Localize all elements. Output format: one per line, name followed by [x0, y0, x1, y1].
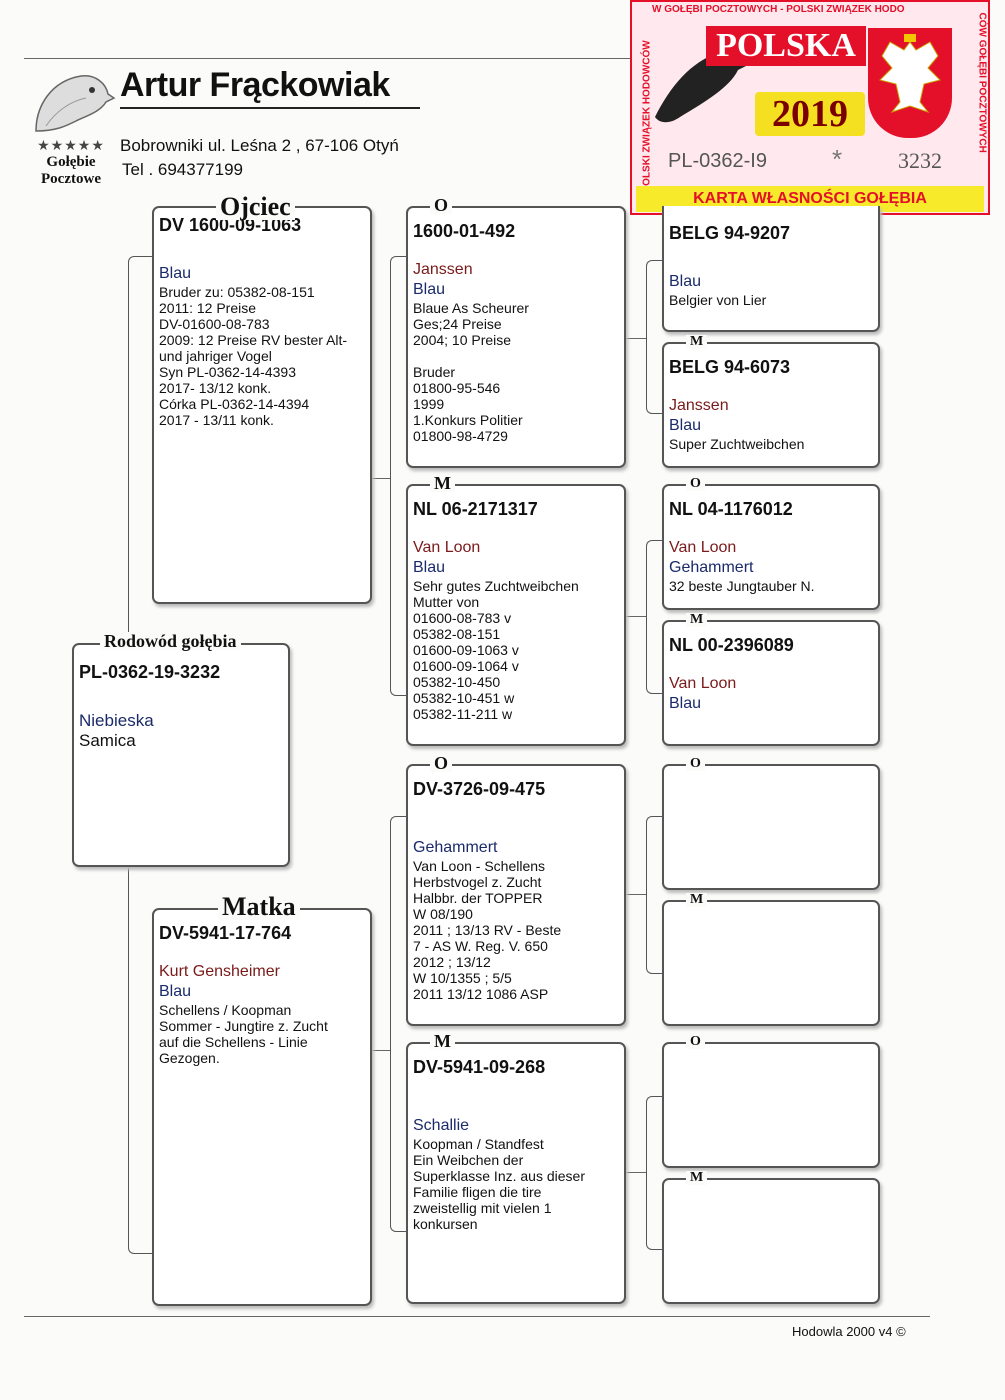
fff-color: Blau: [669, 272, 873, 292]
fff-card[interactable]: BELG 94-9207 Blau Belgier von Lier: [662, 206, 880, 332]
father-card[interactable]: DV 1600-09-1063 Blau Bruder zu: 05382-08…: [152, 206, 372, 604]
connector-ff-mid: [626, 338, 646, 339]
mmf-sire-mark: O: [686, 1035, 705, 1049]
pedigree-label: Rodowód gołębia: [100, 632, 241, 650]
subject-color: Niebieska: [79, 711, 283, 731]
connector-mf-mid: [626, 894, 646, 895]
fmf-breeder: Van Loon: [669, 538, 873, 558]
ff-breeder: Janssen: [413, 260, 619, 280]
fmm-dam-mark: M: [686, 613, 707, 627]
ff-card[interactable]: 1600-01-492 Janssen Blau Blaue As Scheur…: [406, 206, 626, 468]
fmm-card[interactable]: NL 00-2396089 Van Loon Blau: [662, 620, 880, 746]
ff-ring: 1600-01-492: [413, 220, 619, 242]
mmm-dam-mark: M: [686, 1171, 707, 1185]
connector-mm-mid: [626, 1172, 646, 1173]
fmf-card[interactable]: NL 04-1176012 Van Loon Gehammert 32 best…: [662, 484, 880, 610]
fm-color: Blau: [413, 558, 619, 578]
mfm-dam-mark: M: [686, 893, 707, 907]
logo-text-1: Gołębie: [26, 154, 116, 171]
mmm-card[interactable]: [662, 1178, 880, 1304]
breeder-address: Bobrowniki ul. Leśna 2 , 67-106 Otyń: [120, 136, 399, 156]
fmm-ring: NL 00-2396089: [669, 634, 873, 656]
mf-card[interactable]: DV-3726-09-475 Gehammert Van Loon - Sche…: [406, 764, 626, 1026]
mff-card[interactable]: [662, 764, 880, 890]
mother-label: Matka: [218, 894, 300, 920]
logo-stars: ★★★★★: [26, 137, 116, 154]
ffm-color: Blau: [669, 416, 873, 436]
pigeon-head-icon: [26, 66, 116, 136]
footer-rule: [24, 1316, 930, 1317]
breeder-name: Artur Frąckowiak: [120, 66, 390, 105]
ff-color: Blau: [413, 280, 619, 300]
fmm-color: Blau: [669, 694, 873, 714]
ffm-ring: BELG 94-6073: [669, 356, 873, 378]
fff-notes: Belgier von Lier: [669, 292, 873, 308]
logo-text-2: Pocztowe: [26, 171, 116, 188]
mff-sire-mark: O: [686, 757, 705, 771]
fmf-sire-mark: O: [686, 477, 705, 491]
connector-fm-mid: [626, 616, 646, 617]
ffm-notes: Super Zuchtweibchen: [669, 436, 873, 452]
eagle-icon: [868, 28, 952, 128]
card-asterisk: *: [832, 144, 842, 175]
subject-card[interactable]: PL-0362-19-3232 Niebieska Samica: [72, 643, 290, 867]
card-ring-number: PL-0362-I9: [668, 150, 767, 173]
mm-color: Schallie: [413, 1116, 619, 1136]
card-ring-text-top: W GOŁĘBI POCZTOWYCH - POLSKI ZWIĄZEK HOD…: [652, 4, 905, 15]
mother-color: Blau: [159, 982, 365, 1002]
ffm-dam-mark: M: [686, 335, 707, 349]
mm-card[interactable]: DV-5941-09-268 Schallie Koopman / Standf…: [406, 1042, 626, 1304]
fmm-breeder: Van Loon: [669, 674, 873, 694]
fm-card[interactable]: NL 06-2171317 Van Loon Blau Sehr gutes Z…: [406, 484, 626, 746]
mother-ring: DV-5941-17-764: [159, 922, 365, 944]
father-label: Ojciec: [216, 194, 295, 220]
mother-breeder: Kurt Gensheimer: [159, 962, 365, 982]
father-notes: Bruder zu: 05382-08-151 2011: 12 Preise …: [159, 284, 365, 428]
white-eagle-emblem: [868, 28, 952, 138]
mf-sire-mark: O: [430, 754, 452, 772]
fm-breeder: Van Loon: [413, 538, 619, 558]
pigeon-logo: ★★★★★ Gołębie Pocztowe: [26, 66, 116, 181]
subject-sex: Samica: [79, 731, 283, 751]
mm-dam-mark: M: [430, 1032, 455, 1050]
mother-notes: Schellens / Koopman Sommer - Jungtire z.…: [159, 1002, 365, 1066]
mm-notes: Koopman / Standfest Ein Weibchen der Sup…: [413, 1136, 619, 1232]
mm-ring: DV-5941-09-268: [413, 1056, 619, 1078]
mmf-card[interactable]: [662, 1042, 880, 1168]
ff-sire-mark: O: [430, 196, 452, 214]
card-year: 2019: [755, 92, 865, 136]
fm-dam-mark: M: [430, 474, 455, 492]
fm-notes: Sehr gutes Zuchtweibchen Mutter von 0160…: [413, 578, 619, 722]
subject-ring: PL-0362-19-3232: [79, 661, 283, 683]
fmf-ring: NL 04-1176012: [669, 498, 873, 520]
footer-software: Hodowla 2000 v4 ©: [792, 1324, 906, 1339]
connector-mother-mid: [372, 1050, 390, 1051]
card-ring-text-right: CÓW GOŁĘBI POCZTOWYCH: [977, 13, 988, 183]
mf-ring: DV-3726-09-475: [413, 778, 619, 800]
fff-ring: BELG 94-9207: [669, 222, 873, 244]
header-rule: [24, 58, 634, 59]
fm-ring: NL 06-2171317: [413, 498, 619, 520]
connector-father-mid: [372, 478, 390, 479]
breeder-phone: Tel . 694377199: [122, 160, 243, 180]
mf-notes: Van Loon - Schellens Herbstvogel z. Zuch…: [413, 858, 619, 1002]
mf-color: Gehammert: [413, 838, 619, 858]
fmf-notes: 32 beste Jungtauber N.: [669, 578, 873, 594]
card-number: 3232: [898, 148, 942, 174]
ffm-breeder: Janssen: [669, 396, 873, 416]
mfm-card[interactable]: [662, 900, 880, 1026]
ff-notes: Blaue As Scheurer Ges;24 Preise 2004; 10…: [413, 300, 619, 444]
fmf-color: Gehammert: [669, 558, 873, 578]
mother-card[interactable]: DV-5941-17-764 Kurt Gensheimer Blau Sche…: [152, 908, 372, 1306]
father-color: Blau: [159, 264, 365, 284]
name-underline: [120, 107, 420, 109]
card-country: POLSKA: [706, 26, 866, 66]
ffm-card[interactable]: BELG 94-6073 Janssen Blau Super Zuchtwei…: [662, 342, 880, 468]
